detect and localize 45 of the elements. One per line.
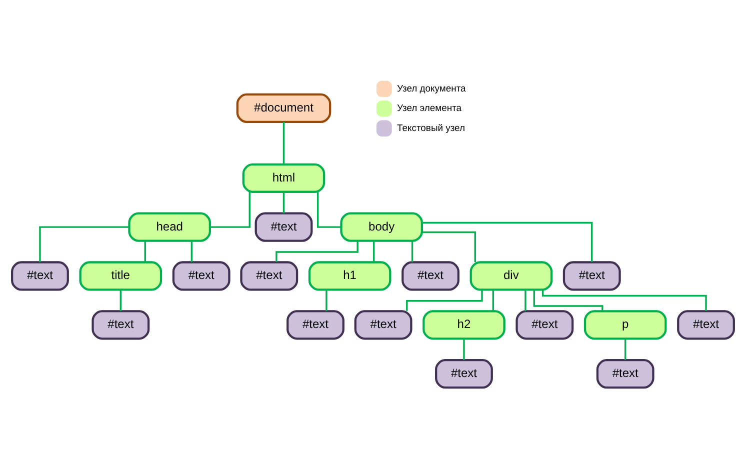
node-box: title xyxy=(79,261,162,291)
node-box: #text xyxy=(596,359,654,389)
connector xyxy=(406,290,483,311)
connector xyxy=(422,231,476,262)
connector xyxy=(282,192,285,214)
connector xyxy=(533,290,604,311)
connector xyxy=(120,290,122,312)
connector xyxy=(524,290,526,312)
node-box: #text xyxy=(172,261,230,291)
connector xyxy=(326,290,328,312)
connector xyxy=(492,290,494,312)
node-box: div xyxy=(470,261,553,291)
connector xyxy=(276,240,358,262)
connector xyxy=(144,240,146,262)
connector xyxy=(463,338,465,360)
connector xyxy=(422,222,593,262)
connector xyxy=(190,240,193,262)
node-box: #text xyxy=(435,359,493,389)
node-box: body xyxy=(340,212,423,242)
node-box: #text xyxy=(562,261,621,291)
legend-label: Текстовый узел xyxy=(397,122,466,134)
node-box: h2 xyxy=(422,310,506,340)
node-box: #document xyxy=(236,93,332,123)
connector xyxy=(411,240,414,262)
connector xyxy=(39,226,129,262)
node-box: h1 xyxy=(308,261,392,291)
connector xyxy=(317,192,342,228)
node-box: #text xyxy=(240,261,298,291)
node-box: #text xyxy=(254,212,313,242)
legend-label: Узел элемента xyxy=(397,103,462,114)
node-box: p xyxy=(584,310,667,340)
node-box: #text xyxy=(354,310,412,340)
node-box: #text xyxy=(92,310,150,340)
connector xyxy=(210,192,250,228)
node-box: head xyxy=(128,212,211,242)
legend-label: Узел документа xyxy=(397,83,466,94)
connector xyxy=(373,240,375,262)
node-box: #text xyxy=(677,310,735,340)
node-box: #text xyxy=(286,310,344,340)
connector xyxy=(282,122,285,164)
connector xyxy=(624,338,626,360)
node-box: #text xyxy=(402,261,460,291)
node-box: #text xyxy=(516,310,574,340)
node-box: html xyxy=(242,163,326,193)
node-box: #text xyxy=(11,261,69,291)
